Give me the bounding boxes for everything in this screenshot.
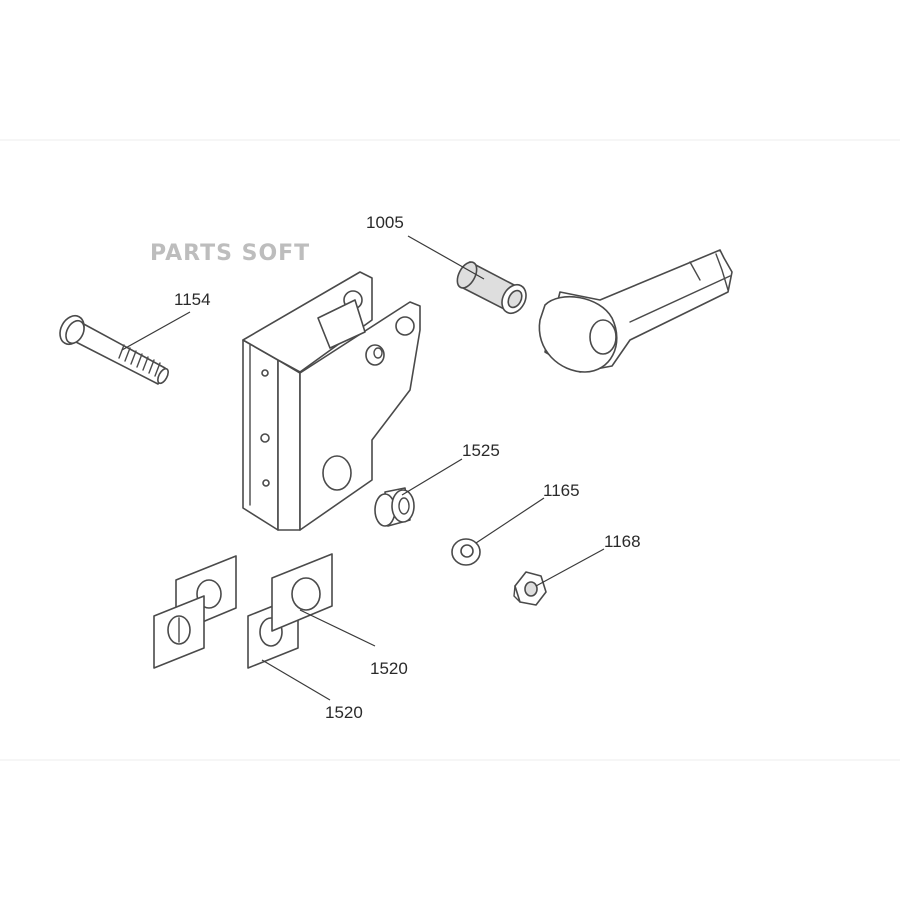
leaf-spring-eye bbox=[538, 249, 733, 373]
callout-1154: 1154 bbox=[174, 290, 211, 309]
hanger-bracket bbox=[242, 271, 421, 531]
bolt-1154 bbox=[59, 314, 169, 385]
shims-left bbox=[153, 555, 237, 669]
leader-lines bbox=[121, 235, 605, 701]
callout-1520-lower: 1520 bbox=[325, 703, 363, 722]
callout-1005: 1005 bbox=[366, 213, 404, 232]
callout-1165: 1165 bbox=[543, 481, 580, 500]
shims-right bbox=[247, 553, 333, 669]
spacer-1525 bbox=[374, 487, 415, 527]
watermark-text: PARTS SOFT bbox=[150, 241, 310, 266]
washer-1165 bbox=[451, 538, 481, 566]
callout-1525: 1525 bbox=[462, 441, 500, 460]
callout-1168: 1168 bbox=[604, 532, 641, 551]
nut-1168 bbox=[513, 571, 547, 606]
callout-1520-upper: 1520 bbox=[370, 659, 408, 678]
